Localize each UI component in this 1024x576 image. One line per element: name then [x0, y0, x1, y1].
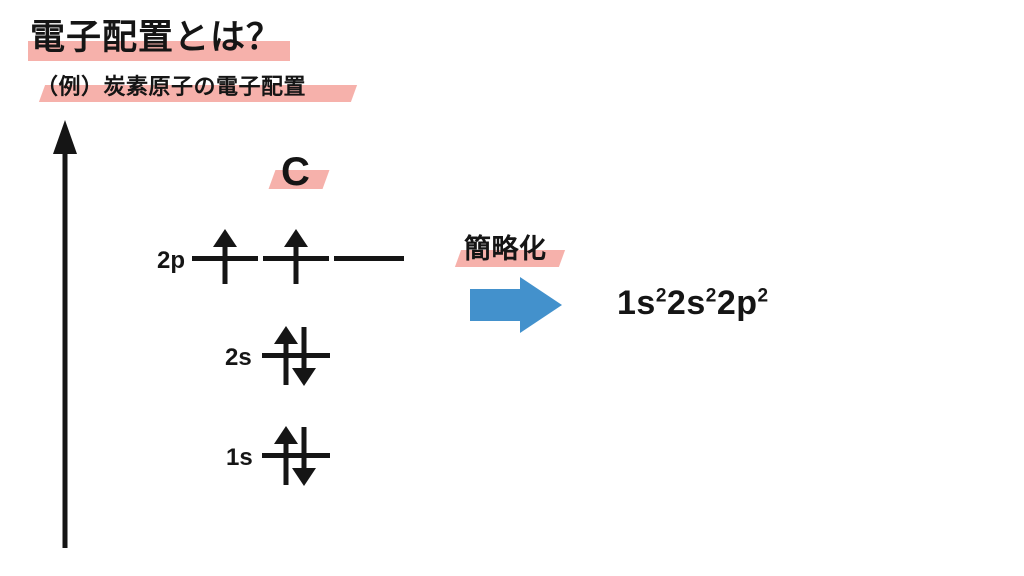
formula-part-2s: 2s2	[666, 284, 717, 322]
orbital-label-2s: 2s	[225, 344, 252, 371]
spin-up-arrow-2p-2-icon	[284, 229, 308, 284]
orbital-line-1s-1	[262, 453, 330, 458]
title-highlight-marker	[28, 41, 290, 61]
element-symbol: C	[281, 150, 310, 194]
simplify-label: 簡略化	[464, 234, 547, 264]
formula-part-1s: 1s2	[617, 284, 667, 322]
electron-configuration-formula: 1s22s22p2	[617, 286, 769, 320]
energy-axis-arrow-icon	[53, 120, 77, 548]
orbital-line-2p-3	[334, 256, 404, 261]
spin-pair-1s-icon	[274, 426, 316, 486]
page-subtitle: （例）炭素原子の電子配置	[36, 74, 307, 99]
spin-up-arrow-2p-1-icon	[213, 229, 237, 284]
spin-pair-2s-icon	[274, 326, 316, 386]
orbital-label-1s: 1s	[226, 444, 253, 471]
orbital-label-2p: 2p	[157, 247, 186, 274]
formula-part-2p: 2p2	[716, 284, 769, 322]
right-block-arrow-icon	[470, 277, 562, 333]
page-title: 電子配置とは？	[30, 18, 283, 57]
orbital-line-2s-1	[262, 353, 330, 358]
